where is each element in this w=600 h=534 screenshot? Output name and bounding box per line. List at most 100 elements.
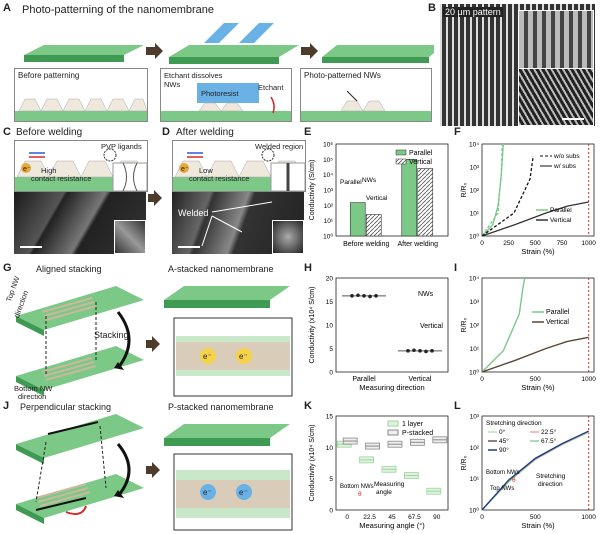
electron-label: e⁻ [239, 488, 248, 497]
stacking-label: Stacking [94, 330, 129, 340]
svg-text:e⁻: e⁻ [181, 166, 189, 173]
annotation: θ [512, 477, 516, 484]
annotation: NWs [362, 177, 377, 184]
y-tick-label: 10¹ [470, 476, 480, 483]
chart-E: Conductivity (S/cm)10⁰10¹10²10³10⁴10⁵10⁶… [309, 142, 449, 248]
nw-cross-section [161, 96, 291, 121]
y-tick-label: 5 [329, 346, 333, 353]
pvp-ligands-label: PVP ligands [101, 142, 142, 151]
electron-icon [21, 163, 31, 173]
bar [365, 214, 382, 237]
annotation: Bottom NWs [486, 470, 520, 476]
panel-B-inset-bottom [518, 68, 594, 126]
a-stacked-membrane [164, 286, 293, 397]
annotation: Top NWs [490, 486, 514, 492]
arrow-icon [148, 190, 162, 206]
annotation: θ [358, 491, 362, 498]
y-axis-label: R/R₀ [461, 455, 468, 470]
x-tick-label: 0 [480, 376, 484, 383]
a-stacked-label: A-stacked nanomembrane [168, 264, 274, 274]
low-label: Low [199, 166, 213, 175]
panel-letter-I: I [454, 262, 458, 274]
membrane-stack-3 [322, 45, 434, 63]
perpendicular-stacking-diagram [16, 414, 144, 524]
annotation: angle [376, 489, 392, 496]
data-line [481, 277, 526, 373]
legend-swatch [387, 429, 399, 436]
y-tick-label: 10⁰ [469, 233, 479, 241]
legend-entry: 1 layer [402, 421, 424, 428]
plot-frame [481, 415, 595, 511]
y-tick-label: 10 [326, 323, 334, 330]
y-tick-label: 10⁴ [323, 172, 333, 179]
data-point [412, 348, 416, 353]
x-tick-label: After welding [398, 241, 439, 248]
x-axis-label: Measuring direction [359, 383, 424, 392]
data-point [406, 349, 410, 353]
annotation: Bottom NWs [340, 484, 374, 490]
annotation: direction [538, 481, 563, 488]
x-tick-label: 0 [480, 514, 484, 521]
y-tick-label: 10⁰ [469, 507, 479, 515]
photoresist-label: Photoresist [201, 89, 239, 98]
data-point [430, 349, 434, 353]
welded-region-label: Welded region [255, 142, 304, 151]
x-axis-label: Measuring angle (°) [359, 521, 425, 530]
panel-D-sem-image: Welded [172, 192, 304, 254]
y-axis-label: R/R₀ [461, 182, 468, 197]
y-tick-label: 10⁵ [323, 157, 333, 164]
electron-label: e⁻ [203, 488, 212, 497]
membrane-stack-1 [24, 45, 144, 62]
chart-K: Conductivity (x10⁴ S/cm) Measuring angle … [309, 414, 449, 530]
plot-frame [481, 277, 595, 373]
x-tick-label: 1000 [581, 376, 596, 383]
legend-entry: 0° [499, 428, 506, 436]
electron-icon [179, 163, 189, 173]
x-tick-label: 500 [530, 376, 541, 383]
panel-letter-E: E [304, 126, 312, 138]
x-tick-label: 1000 [581, 240, 596, 247]
legend-entry: w/ subs [553, 163, 577, 170]
panel-letter-G: G [3, 262, 12, 274]
chart-H: Conductivity (x10⁴ S/cm)Measuring direct… [309, 276, 449, 392]
nw-junction-diagram: e⁻ [173, 148, 305, 191]
y-tick-label: 20 [326, 276, 334, 283]
arrow-icon [146, 462, 160, 478]
panel-C-sem-image [14, 192, 146, 254]
legend-entry: Parallel [550, 207, 572, 214]
y-tick-label: 10³ [470, 299, 480, 306]
legend-swatch [395, 149, 407, 156]
high-label: High [41, 166, 57, 175]
x-tick-label: 0 [480, 240, 484, 247]
etchant-dissolves-label: Etchant dissolves [164, 71, 223, 80]
y-axis-label: Conductivity (x10⁴ S/cm) [309, 425, 316, 502]
y-axis-label: R/R₀ [461, 317, 468, 332]
data-line [481, 201, 589, 237]
panel-A-before-box: Before patterning [14, 68, 148, 122]
panel-B-inset-top [518, 10, 594, 70]
y-tick-label: 15 [326, 299, 334, 306]
data-line [481, 336, 589, 373]
x-axis-label: Strain (%) [521, 383, 555, 392]
data-line [481, 430, 589, 511]
panel-D-inset [272, 220, 304, 254]
x-tick-label: 500 [530, 514, 541, 521]
y-tick-label: 10¹ [470, 211, 480, 218]
photo-patterned-label: Photo-patterned NWs [304, 71, 381, 80]
x-tick-label: 1000 [581, 514, 596, 521]
arrow-icon [301, 43, 318, 59]
x-tick-label: Before welding [343, 241, 389, 248]
x-tick-label: 45 [388, 514, 396, 521]
y-tick-label: 10³ [470, 414, 480, 421]
legend-entry: Vertical [409, 159, 432, 166]
data-point [350, 294, 354, 298]
scale-bar [562, 118, 584, 120]
data-point [356, 293, 360, 298]
y-tick-label: 10³ [470, 165, 480, 172]
x-tick-label: 90 [433, 514, 441, 521]
panel-C-schematic: e⁻ PVP ligands High contact resistance [14, 140, 148, 192]
panel-C-inset [114, 220, 146, 254]
y-tick-label: 10¹ [470, 346, 480, 353]
panel-A-patterned-box: Photo-patterned NWs [300, 68, 432, 122]
